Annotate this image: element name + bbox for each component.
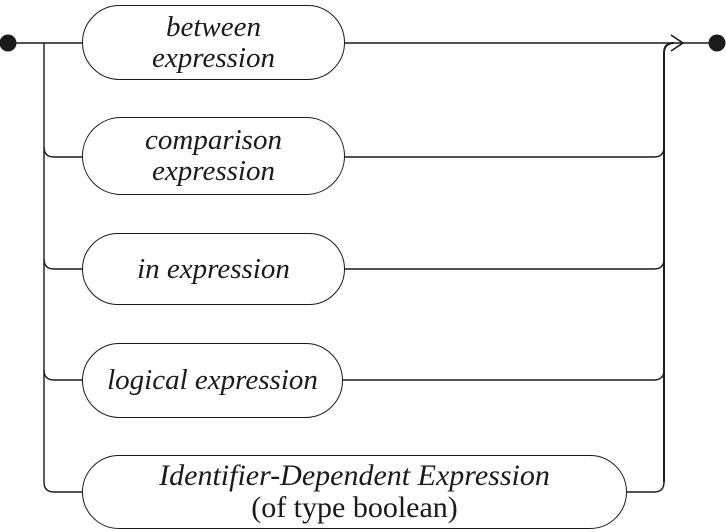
- branch-line: [43, 258, 82, 270]
- merge-line: [345, 258, 665, 270]
- node-label-line: logical expression: [107, 364, 318, 396]
- node-between-expression: between expression: [82, 5, 345, 80]
- right-merge-rail: [663, 42, 675, 482]
- node-label-line: expression: [152, 155, 275, 187]
- node-identifier-dependent-expression: Identifier-Dependent Expression (of type…: [82, 455, 627, 529]
- start-bullet-icon: [0, 34, 17, 52]
- node-label-line: between: [165, 10, 261, 43]
- node-in-expression: in expression: [82, 233, 345, 305]
- node-label-line: comparison: [145, 124, 282, 156]
- node-label-line: in expression: [137, 252, 290, 285]
- merge-line: [627, 481, 665, 493]
- node-logical-expression: logical expression: [82, 343, 343, 418]
- branch-line: [43, 146, 82, 158]
- branch-line: [43, 369, 82, 381]
- merge-line: [343, 369, 665, 381]
- node-comparison-expression: comparison expression: [82, 117, 345, 195]
- arrowhead-icon: [670, 34, 685, 52]
- node-label-line: Identifier-Dependent Expression: [159, 459, 550, 492]
- merge-line: [345, 146, 665, 158]
- node-label-line: expression: [152, 41, 275, 74]
- end-bullet-icon: [708, 34, 726, 52]
- left-branch-rail: [43, 43, 82, 493]
- node-label-line: (of type boolean): [251, 491, 458, 524]
